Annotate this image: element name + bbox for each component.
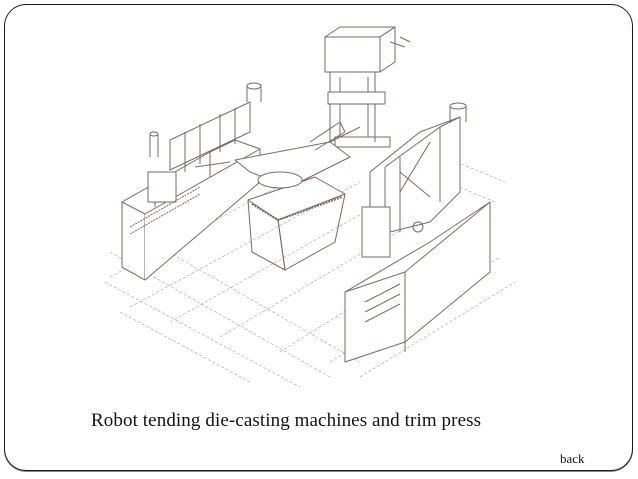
- trim-press: [324, 26, 411, 148]
- left-die-casting-machine: [121, 82, 262, 281]
- robot-cell-illustration: [100, 22, 520, 390]
- slide-frame: [4, 4, 633, 471]
- slide-caption: Robot tending die-casting machines and t…: [91, 410, 482, 431]
- robot-pedestal: [247, 176, 346, 271]
- robot-arm: [194, 121, 361, 189]
- right-die-casting-machine: [344, 102, 491, 363]
- back-link[interactable]: back: [560, 451, 585, 466]
